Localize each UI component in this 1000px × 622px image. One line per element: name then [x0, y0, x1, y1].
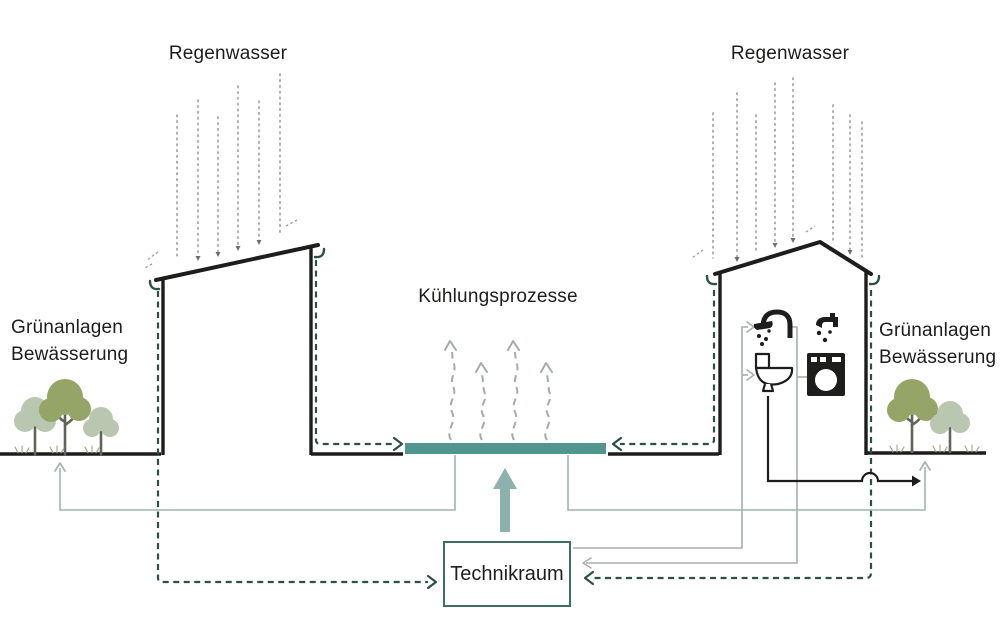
toilet-icon: [754, 352, 794, 393]
tree-icon: [887, 379, 980, 454]
rainwater-pipe-left-building-left: [156, 291, 438, 590]
supply-line-tech-to-fixtures: [573, 321, 755, 549]
rain-lines-icon: [691, 77, 863, 262]
right-house-roof: [713, 240, 873, 276]
right-house: [705, 240, 881, 455]
left-building: [148, 243, 326, 455]
left-building-roof: [154, 243, 320, 282]
rain-lines-icon: [144, 73, 298, 269]
gutter-icon: [868, 274, 881, 286]
washing-machine-icon: [807, 353, 845, 396]
irrigation-left-line2: Bewässerung: [11, 344, 129, 365]
wavy-evaporation-icon: [444, 340, 553, 441]
sewage-line: [766, 396, 921, 487]
rain-right-label: Regenwasser: [730, 43, 850, 64]
rainwater-pipe-right-house-right: [583, 290, 873, 586]
tech-room-label: Technikraum: [450, 562, 564, 585]
gutter-icon: [148, 279, 161, 291]
irrigation-left-label: Grünanlagen Bewässerung: [11, 314, 146, 368]
irrigation-left-line1: Grünanlagen: [11, 317, 124, 338]
cooling-label: Kühlungsprozesse: [418, 286, 578, 307]
tech-room-box: Technikraum: [443, 541, 571, 607]
irrigation-right-line2: Bewässerung: [879, 347, 997, 368]
thick-up-arrow-icon: [493, 468, 517, 532]
rainwater-pipe-left-building-right: [314, 260, 404, 452]
tap-icon: [816, 313, 838, 343]
tree-icon: [14, 379, 119, 456]
irrigation-right-label: Grünanlagen Bewässerung: [879, 317, 999, 371]
rainwater-pipe-right-house-left: [611, 290, 716, 452]
shower-icon: [753, 309, 793, 346]
irrigation-right-line1: Grünanlagen: [879, 320, 992, 341]
greywater-line-fixtures-to-tech: [582, 326, 807, 569]
irrigation-line-right: [567, 455, 931, 511]
gutter-icon: [705, 274, 718, 286]
gutter-icon: [313, 247, 326, 259]
ground-line: [0, 451, 986, 456]
cooling-surface-bar: [405, 443, 606, 454]
irrigation-line-left: [54, 455, 456, 511]
rain-left-label: Regenwasser: [168, 43, 288, 64]
